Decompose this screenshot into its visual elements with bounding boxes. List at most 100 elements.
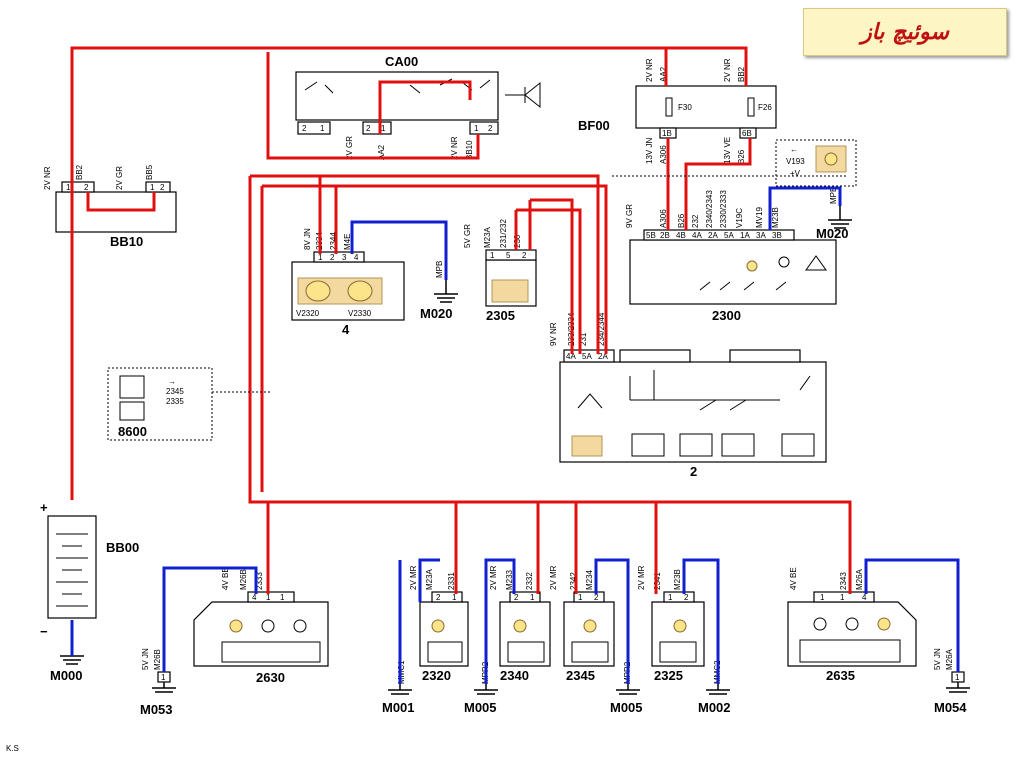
svg-text:AA2: AA2 (377, 144, 386, 160)
svg-text:M26A: M26A (855, 568, 864, 590)
svg-text:5V JN: 5V JN (933, 648, 942, 670)
svg-text:M054: M054 (934, 700, 967, 715)
svg-text:2300: 2300 (712, 308, 741, 323)
svg-text:3A: 3A (756, 231, 766, 240)
comp2340-side-indicator: 2 1 2V MR M233 2332 2340 (489, 565, 551, 683)
svg-text:2320: 2320 (422, 668, 451, 683)
ground-m001: MMC1 M001 (382, 660, 415, 715)
svg-text:V2320: V2320 (296, 309, 320, 318)
comp2305-flasher: 1 5 2 5V GR M23A 231/232 230 2305 (463, 219, 537, 323)
svg-text:2635: 2635 (826, 668, 855, 683)
v193-indicator: ← V193 +V (775, 139, 857, 187)
svg-text:V2330: V2330 (348, 309, 372, 318)
svg-text:6B: 6B (742, 129, 752, 138)
svg-text:13V JN: 13V JN (645, 138, 654, 164)
svg-text:MPB: MPB (435, 261, 444, 278)
svg-text:2: 2 (302, 124, 307, 133)
svg-text:4A: 4A (566, 352, 576, 361)
svg-text:2V NR: 2V NR (450, 136, 459, 160)
svg-text:2305: 2305 (486, 308, 515, 323)
svg-text:M23B: M23B (771, 207, 780, 228)
svg-text:8600: 8600 (118, 424, 147, 439)
svg-text:5V JN: 5V JN (141, 648, 150, 670)
svg-text:CA00: CA00 (385, 54, 418, 69)
svg-text:1: 1 (530, 593, 535, 602)
svg-text:1: 1 (578, 593, 583, 602)
svg-text:1A: 1A (740, 231, 750, 240)
svg-text:BB00: BB00 (106, 540, 139, 555)
svg-text:M233: M233 (505, 569, 514, 590)
ground-m000: M000 (50, 620, 84, 683)
ground-m054: 1 5V JN M26A M054 (933, 648, 970, 715)
svg-text:231: 231 (579, 332, 588, 346)
svg-text:BB2: BB2 (737, 66, 746, 82)
svg-text:2345: 2345 (566, 668, 595, 683)
svg-text:1: 1 (150, 183, 155, 192)
svg-text:2V MR: 2V MR (637, 565, 646, 590)
svg-text:5B: 5B (646, 231, 656, 240)
svg-text:2333: 2333 (255, 572, 264, 590)
svg-text:1: 1 (66, 183, 71, 192)
svg-text:+: + (40, 500, 48, 515)
svg-text:2: 2 (594, 593, 599, 602)
svg-text:M005: M005 (610, 700, 643, 715)
svg-text:F26: F26 (758, 103, 772, 112)
svg-text:M4E: M4E (343, 234, 352, 250)
svg-text:9V NR: 9V NR (549, 322, 558, 346)
svg-text:M053: M053 (140, 702, 173, 717)
svg-text:M020: M020 (420, 306, 453, 321)
svg-text:1: 1 (266, 593, 271, 602)
svg-text:B26: B26 (737, 149, 746, 164)
svg-text:F30: F30 (678, 103, 692, 112)
svg-text:−: − (40, 624, 48, 639)
svg-text:2335: 2335 (166, 397, 184, 406)
svg-text:BB10: BB10 (110, 234, 143, 249)
svg-text:2: 2 (330, 253, 335, 262)
svg-text:A306: A306 (659, 145, 668, 164)
svg-text:2: 2 (690, 464, 697, 479)
ground-m020-left: MPB M020 (420, 261, 458, 321)
svg-text:M26A: M26A (945, 648, 954, 670)
svg-text:2: 2 (522, 251, 527, 260)
svg-text:2V GR: 2V GR (345, 136, 354, 160)
svg-text:1: 1 (490, 251, 495, 260)
ground-m005-a: MPR2 M005 (464, 661, 498, 715)
svg-text:2V MR: 2V MR (409, 565, 418, 590)
blue-ground-wires (70, 186, 960, 684)
svg-text:3B: 3B (772, 231, 782, 240)
svg-text:1: 1 (955, 673, 960, 682)
title-box: سوئیچ باز (803, 8, 1007, 56)
svg-text:M23A: M23A (483, 226, 492, 248)
svg-text:+V: +V (790, 169, 801, 178)
svg-text:4V BE: 4V BE (221, 567, 230, 590)
svg-text:1: 1 (840, 593, 845, 602)
svg-text:2A: 2A (598, 352, 608, 361)
ground-m005-b: MPR2 M005 (610, 661, 643, 715)
author-initials: K.S (6, 744, 19, 753)
svg-text:2V NR: 2V NR (645, 58, 654, 82)
svg-text:AA2: AA2 (659, 66, 668, 82)
comp2635-right-rear-lamp: 1 1 4 4V BE 2343 M26A 2635 (787, 567, 917, 683)
svg-text:4B: 4B (676, 231, 686, 240)
svg-text:B26: B26 (677, 213, 686, 228)
svg-text:2331: 2331 (447, 572, 456, 590)
svg-text:4: 4 (252, 593, 257, 602)
svg-text:232: 232 (691, 214, 700, 228)
comp2320-front-left-indicator: 2 1 2V MR M23A 2331 2320 (409, 565, 469, 683)
svg-text:2344: 2344 (329, 232, 338, 250)
svg-text:8V JN: 8V JN (303, 228, 312, 250)
svg-text:1: 1 (452, 593, 457, 602)
svg-text:2: 2 (160, 183, 165, 192)
svg-text:2340: 2340 (500, 668, 529, 683)
comp2630-left-rear-lamp: 4 1 1 4V BE M26B 2333 2630 (193, 567, 329, 685)
svg-text:M234: M234 (585, 569, 594, 590)
page-title: سوئیچ باز (861, 19, 949, 45)
svg-text:2V NR: 2V NR (43, 166, 52, 190)
svg-text:4: 4 (862, 593, 867, 602)
svg-text:M005: M005 (464, 700, 497, 715)
svg-text:M020: M020 (816, 226, 849, 241)
svg-text:5: 5 (506, 251, 511, 260)
svg-text:231/232: 231/232 (499, 219, 508, 248)
svg-text:1: 1 (474, 124, 479, 133)
svg-text:1: 1 (318, 253, 323, 262)
